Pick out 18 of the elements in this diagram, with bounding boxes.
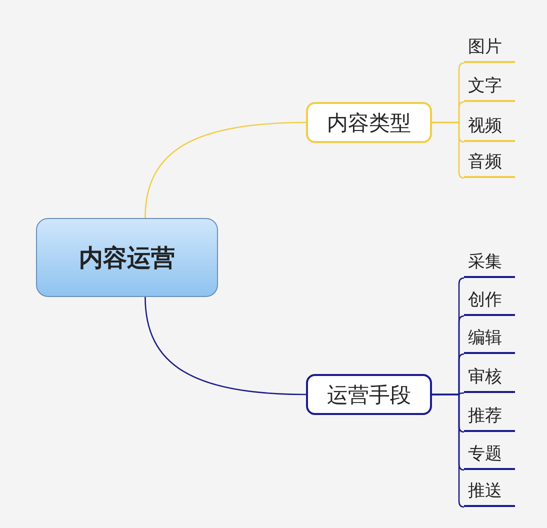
topic-box: 内容类型 <box>306 102 432 143</box>
subtopic-label: 专题 <box>464 438 515 470</box>
connector-line <box>432 394 465 508</box>
subtopic-label: 推送 <box>464 475 515 507</box>
subtopic-label: 文字 <box>464 70 515 102</box>
topic-box: 运营手段 <box>306 374 432 415</box>
subtopic-label: 音频 <box>464 146 515 178</box>
central-topic-box: 内容运营 <box>36 218 218 297</box>
connector-line <box>432 122 465 179</box>
subtopic-label: 推荐 <box>464 400 515 432</box>
subtopic-label: 编辑 <box>464 322 515 354</box>
connector-line <box>144 122 306 218</box>
subtopic-label: 采集 <box>464 246 515 278</box>
subtopic-label: 审核 <box>464 361 515 393</box>
subtopic-label: 图片 <box>464 31 515 63</box>
connector-line <box>144 296 306 396</box>
subtopic-label: 创作 <box>464 284 515 316</box>
subtopic-label: 视频 <box>464 110 515 142</box>
